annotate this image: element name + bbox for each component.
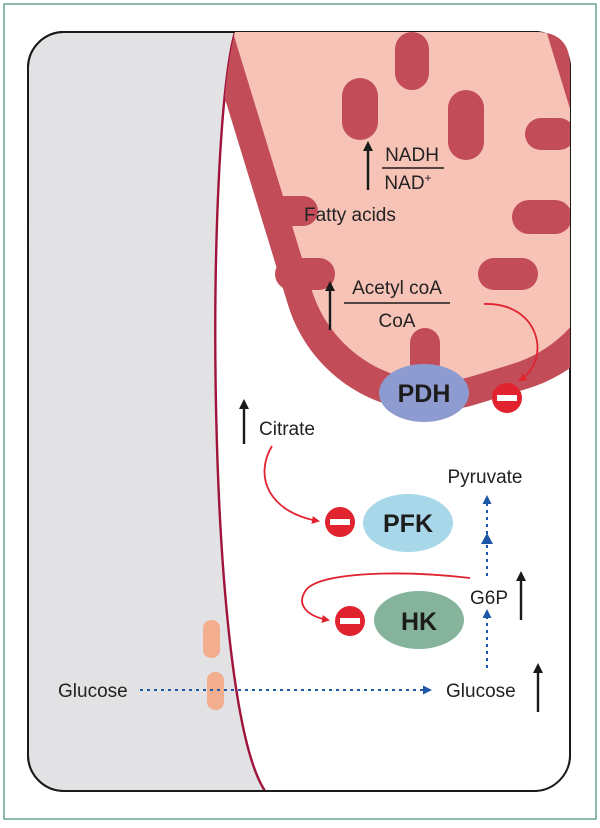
pathway-intermediate-arrowhead	[481, 533, 493, 544]
pdh-label: PDH	[398, 380, 451, 408]
hk-inhibition-icon	[335, 606, 365, 636]
glucose-outside-label: Glucose	[58, 681, 128, 702]
citrate-label: Citrate	[259, 419, 315, 440]
mitochondrion-matrix	[215, 32, 570, 382]
pyruvate-label: Pyruvate	[448, 467, 523, 488]
nad-superscript: +	[425, 171, 432, 185]
hk-enzyme	[374, 591, 464, 649]
g6p-label: G6P	[470, 588, 508, 609]
mitochondrion	[215, 32, 570, 412]
glucose-transporter-upper	[203, 620, 220, 658]
g6p-inhibition-arrow	[301, 572, 471, 623]
pfk-inhibition-icon	[325, 507, 355, 537]
fatty-acids-label: Fatty acids	[304, 205, 396, 226]
pfk-enzyme	[363, 494, 453, 552]
coa-label: CoA	[379, 311, 416, 332]
hk-label: HK	[401, 608, 437, 636]
cristae	[262, 32, 570, 378]
nad-label: NAD+	[384, 171, 431, 194]
glucose-transporter-lower	[207, 672, 224, 710]
cell-membrane	[214, 31, 267, 792]
pfk-label: PFK	[383, 510, 433, 538]
acetyl-coa-label: Acetyl coA	[352, 278, 442, 299]
acetyl-coa-inhibition-arrow	[483, 303, 539, 382]
pdh-enzyme	[379, 364, 469, 422]
pdh-inhibition-icon	[492, 383, 522, 413]
citrate-inhibition-arrow	[263, 445, 320, 524]
nadh-label: NADH	[385, 145, 439, 166]
glucose-inside-label: Glucose	[446, 681, 516, 702]
